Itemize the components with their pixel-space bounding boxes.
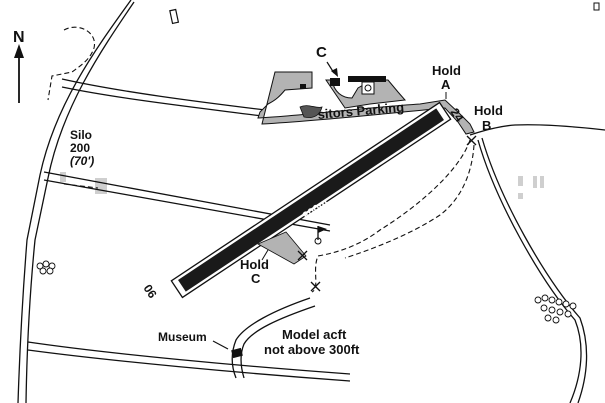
hold-a-label-2: A	[441, 77, 451, 92]
silo-label-1: Silo	[70, 128, 92, 142]
main-road-west	[17, 0, 132, 403]
hold-c-stub	[257, 231, 307, 265]
road-east-field	[469, 124, 605, 136]
silo-label-3: (70')	[70, 154, 94, 168]
road-south	[27, 341, 351, 375]
road-to-apron	[61, 78, 266, 111]
hold-c-label-1: Hold	[240, 257, 269, 272]
building-icon	[593, 2, 600, 11]
model-acft-label-2: not above 300ft	[264, 342, 360, 357]
north-label: N	[13, 29, 25, 46]
road-to-museum-inner	[240, 305, 316, 379]
road-to-apron-inner	[61, 86, 263, 117]
small-building-north	[169, 8, 180, 25]
windsock-icon	[314, 226, 327, 245]
main-road-west-inner	[25, 1, 135, 403]
museum-pointer	[212, 340, 229, 350]
runway	[170, 101, 452, 299]
track-silo-spur	[63, 183, 99, 189]
apron	[257, 71, 475, 135]
apron-c-label: C	[316, 44, 327, 61]
museum-label: Museum	[158, 330, 207, 344]
hangar-c	[330, 78, 340, 86]
model-acft-label-1: Model acft	[282, 327, 347, 342]
track-south-loop	[311, 139, 471, 293]
hold-marker-icon	[297, 135, 477, 292]
hold-a-label-1: Hold	[432, 63, 461, 78]
road-to-silo-inner	[43, 179, 331, 232]
hold-b-label-2: B	[482, 118, 491, 133]
road-to-museum	[231, 297, 311, 379]
hold-c-label-2: C	[251, 271, 261, 286]
hangar-east	[348, 76, 386, 82]
silo-label-2: 200	[70, 141, 90, 155]
road-south-inner	[27, 349, 351, 382]
museum-building	[231, 347, 243, 359]
runway-end-06-label: 06	[141, 282, 160, 301]
track-northwest	[47, 26, 95, 101]
track-perimeter	[344, 144, 475, 259]
tree-icon	[36, 260, 577, 324]
tracks	[47, 26, 475, 293]
road-east-south	[477, 139, 582, 403]
fuel-block	[300, 84, 306, 89]
visitors-parking-label: sitors Parking	[317, 99, 405, 122]
hold-b-label-1: Hold	[474, 103, 503, 118]
north-arrow-icon	[14, 44, 24, 103]
